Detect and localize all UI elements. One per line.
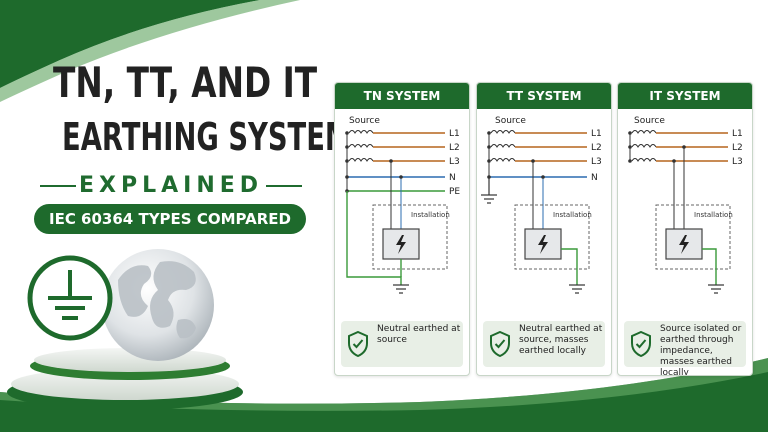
source-label: Source [349,116,380,126]
coil-icon [348,130,374,162]
installation-label: Installation [411,211,450,219]
installation-label: Installation [553,211,592,219]
panel-title: IT SYSTEM [618,83,752,109]
conductor-label-l3: L3 [591,157,602,167]
conductor-label-n: N [591,173,598,183]
subtitle-rule-left [40,185,76,187]
shield-check-icon [348,331,368,357]
conductor-label-l3: L3 [732,157,743,167]
panel-it: IT SYSTEM Source L1 L2 L3 Installation [617,82,753,376]
earth-symbol-icon [481,194,497,204]
panel-title: TT SYSTEM [477,83,611,109]
conductor-label-l2: L2 [449,143,460,153]
installation-box [372,204,448,270]
installation-label: Installation [694,211,733,219]
conductor-label-n: N [449,173,456,183]
source-label: Source [495,116,526,126]
title-line-1: TN, TT, AND IT [53,58,318,107]
conductor-label-l3: L3 [449,157,460,167]
bottom-swoosh [0,358,768,432]
note-text: Neutral earthed at source [377,324,461,345]
panel-tn: TN SYSTEM Source L1 L2 L3 N PE In [334,82,470,376]
conductor-label-l1: L1 [591,129,602,139]
installation-box [514,204,590,270]
note-box: Source isolated or earthed through imped… [624,321,746,375]
earth-symbol-icon [27,255,113,341]
subtitle-rule-right [266,185,302,187]
conductor-label-l1: L1 [449,129,460,139]
lightning-icon [396,235,406,254]
source-label: Source [634,116,665,126]
lightning-icon [538,235,548,254]
subtitle-row: EXPLAINED [40,170,302,202]
shield-check-icon [490,331,510,357]
note-text: Source isolated or earthed through imped… [660,324,742,376]
panel-tt: TT SYSTEM Source L1 L2 L3 N [476,82,612,376]
note-box: Neutral earthed at source, masses earthe… [483,321,605,367]
subtitle: EXPLAINED [78,173,264,198]
coil-icon [631,130,657,162]
note-text: Neutral earthed at source, masses earthe… [519,324,603,356]
panel-title: TN SYSTEM [335,83,469,109]
shield-check-icon [631,331,651,357]
subtitle-badge: IEC 60364 TYPES COMPARED [34,204,306,234]
conductor-label-l2: L2 [591,143,602,153]
conductor-label-l2: L2 [732,143,743,153]
earth-symbol-icon [708,284,724,294]
coil-icon [490,130,516,162]
earth-symbol-icon [393,284,409,294]
it-diagram: Source L1 L2 L3 Installation [628,116,743,294]
installation-box [655,204,731,270]
tt-diagram: Source L1 L2 L3 N Installation [481,116,602,294]
top-swoosh [0,0,260,88]
lightning-icon [679,235,689,254]
globe-icon [102,249,214,361]
tn-diagram: Source L1 L2 L3 N PE Installation [345,116,460,294]
conductor-label-l1: L1 [732,129,743,139]
conductor-label-pe: PE [449,187,460,197]
note-box: Neutral earthed at source [341,321,463,367]
earth-symbol-icon [569,284,585,294]
title-line-2: EARTHING SYSTEMS [61,115,372,159]
